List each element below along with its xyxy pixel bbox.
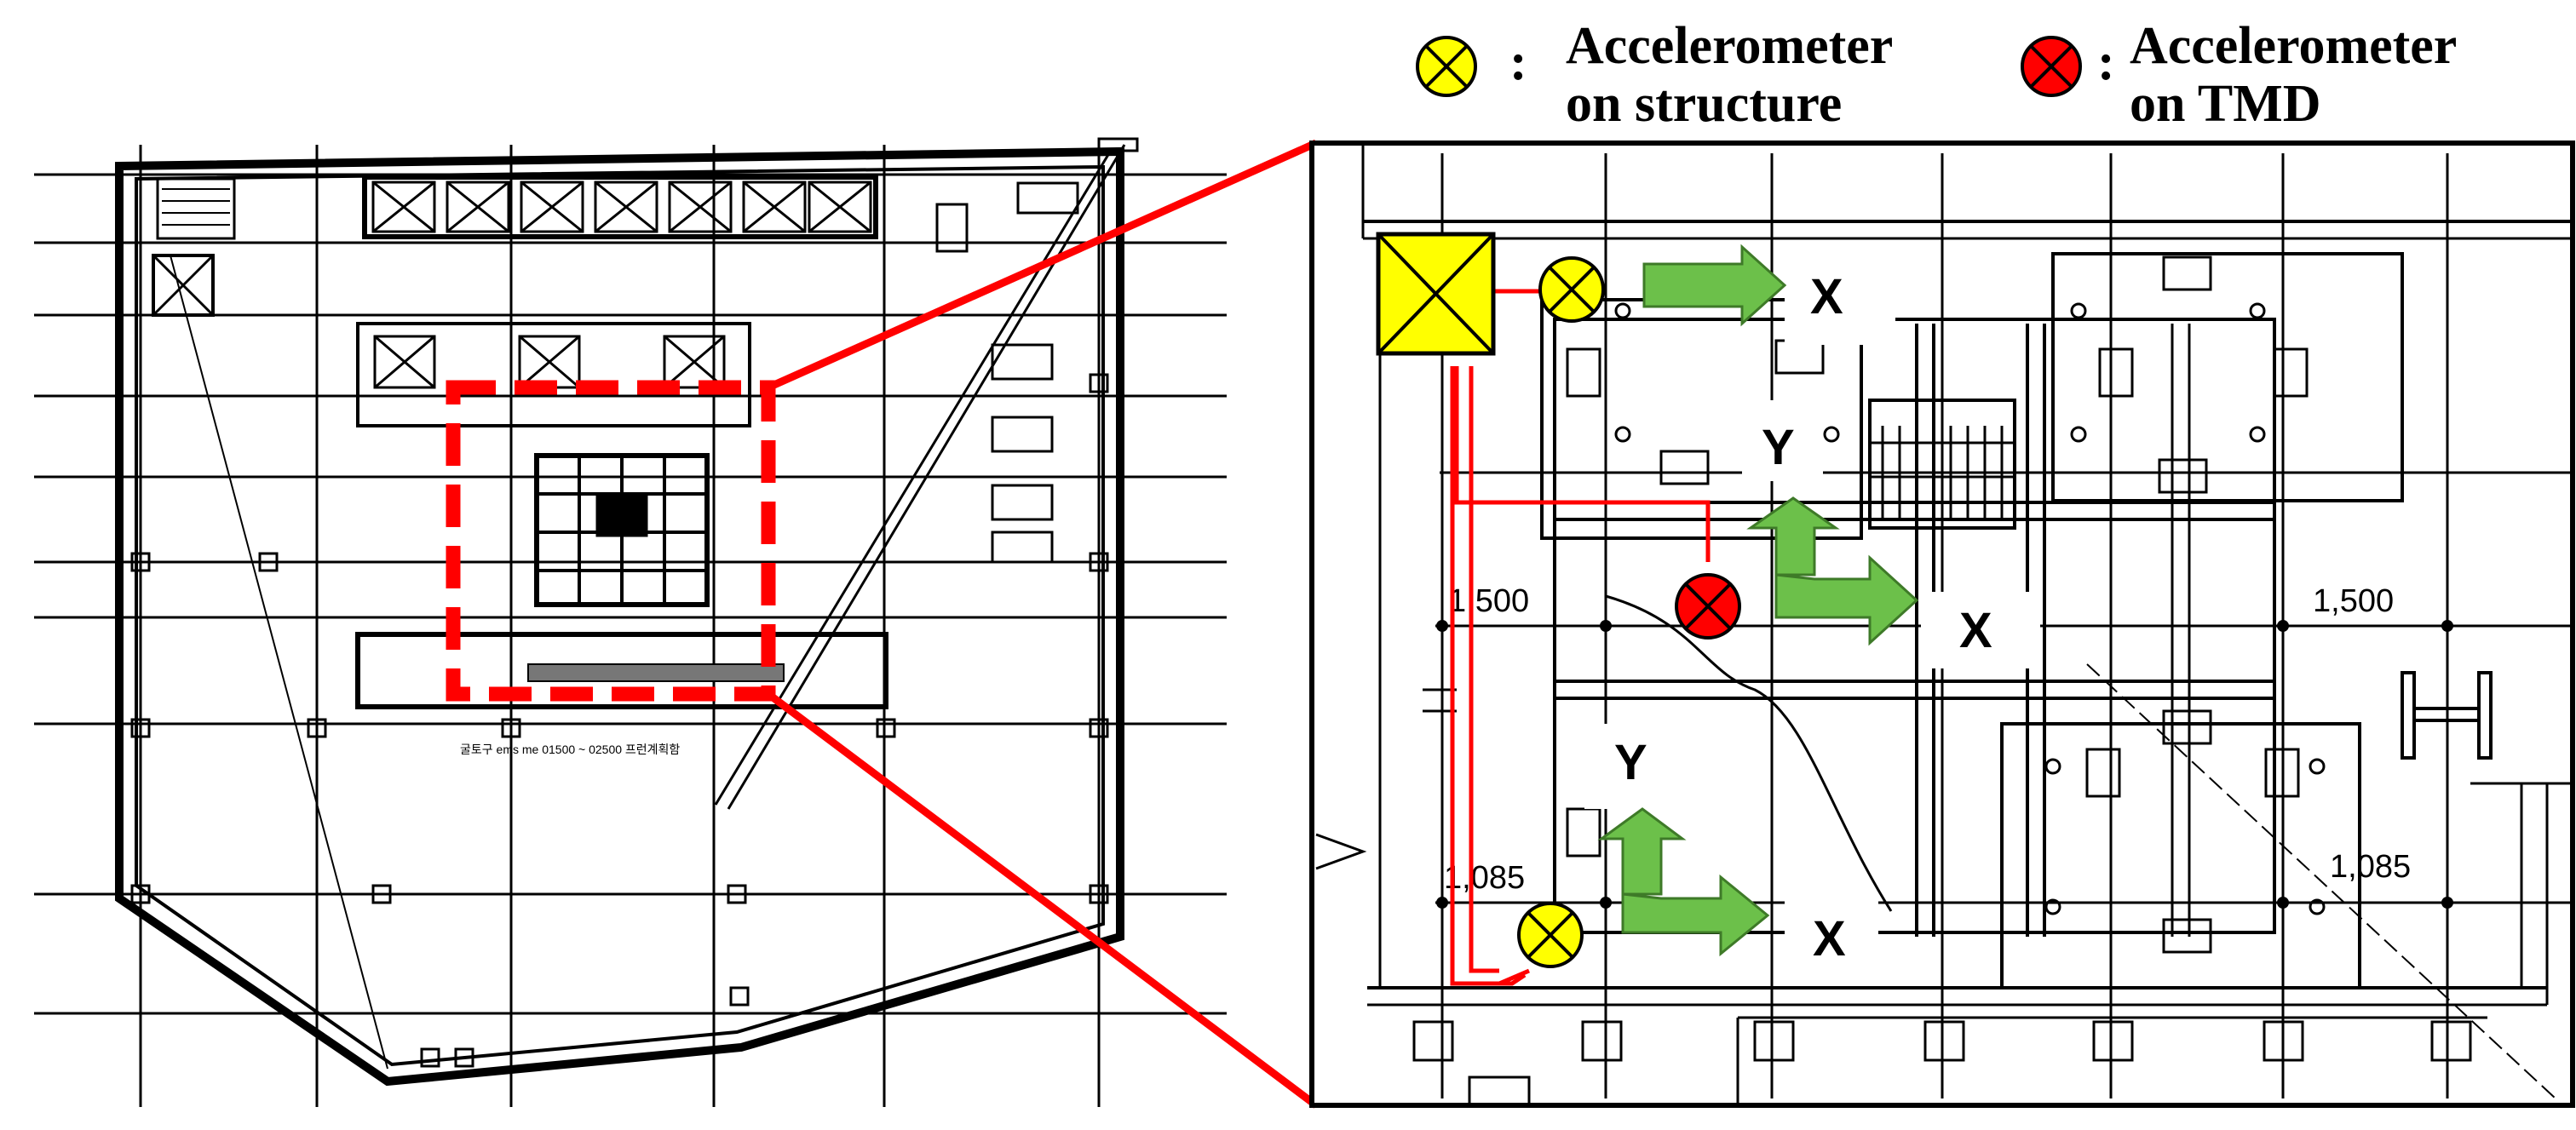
arrow-y-bottom: [1597, 807, 1687, 896]
floor-plan-grid-horizontal: [34, 173, 1227, 1015]
legend-colon-tmd: :: [2097, 33, 2115, 91]
structure-accelerometer-icon: [1416, 36, 1477, 97]
dimension-bottom-left: 1,085: [1444, 860, 1525, 896]
dimension-top-right: 1,500: [2313, 583, 2394, 619]
axis-label-x-mid: X: [1959, 603, 1992, 658]
axis-label-y-bottom: Y: [1614, 735, 1647, 790]
floor-plan-note: 굴토구 ems me 01500 ~ 02500 프런계획함: [460, 743, 680, 756]
arrow-x-top: [1642, 244, 1787, 327]
legend-label-tmd-line1: Accelerometer: [2130, 17, 2458, 75]
dimension-top-left: 1,500: [1448, 583, 1529, 619]
legend-label-tmd-line2: on TMD: [2130, 75, 2321, 133]
structure-accelerometer-top: [1538, 256, 1605, 323]
axis-label-x-bottom: X: [1813, 911, 1846, 967]
sensor-wiring: [1450, 289, 1711, 986]
floor-plan: [34, 137, 1227, 1107]
legend-label-structure-line2: on structure: [1566, 75, 1843, 133]
tmd-accelerometer: [1675, 573, 1741, 640]
axis-label-x-top: X: [1810, 269, 1843, 324]
legend-label-structure-line1: Accelerometer: [1566, 17, 1894, 75]
floor-plan-grid-vertical: [139, 145, 1101, 1107]
legend-colon-structure: :: [1509, 33, 1527, 91]
arrow-x-bottom: [1621, 874, 1770, 957]
dimension-bottom-right: 1,085: [2330, 849, 2411, 885]
legend: : Accelerometer on structure : Accelerom…: [0, 0, 2576, 145]
arrow-y-mid: [1746, 496, 1840, 576]
highlight-region: [446, 380, 776, 702]
structure-accelerometer-bottom: [1517, 902, 1584, 968]
tmd-accelerometer-icon: [2021, 36, 2082, 97]
reference-box: [1376, 232, 1496, 356]
callout-lines: [766, 139, 1319, 1109]
axis-label-y-mid: Y: [1762, 420, 1795, 475]
direction-arrows: [1597, 244, 1919, 957]
arrow-x-mid: [1774, 554, 1919, 646]
detail-view: 1,500 1,500 1,085 1,085: [1309, 141, 2575, 1108]
